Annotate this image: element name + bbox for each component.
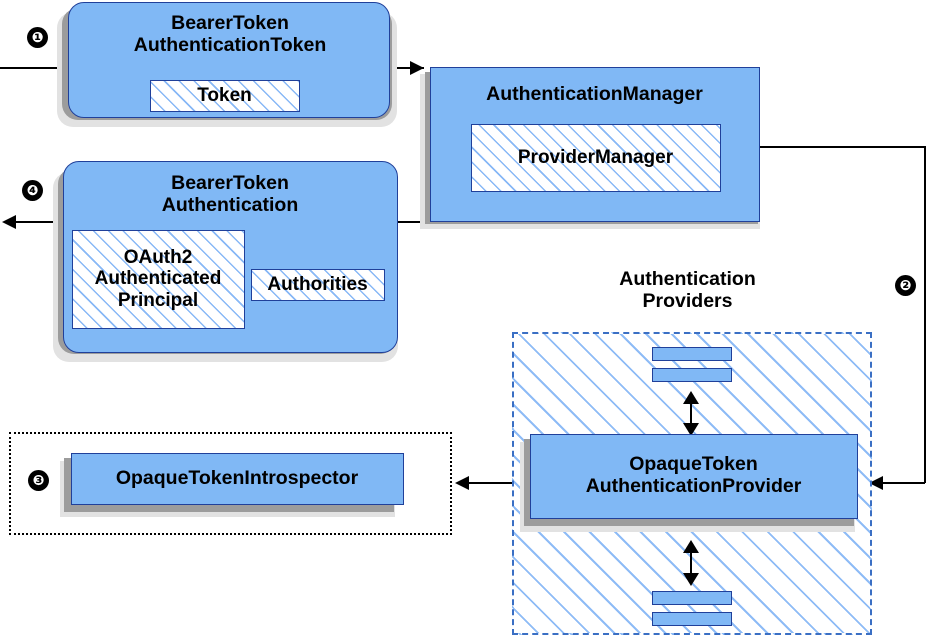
node-oauth2-authenticated-principal[interactable]: OAuth2 Authenticated Principal — [72, 230, 245, 329]
connector-rail-to-provider — [872, 482, 925, 484]
oauth2-authenticated-principal-label: OAuth2 Authenticated Principal — [94, 247, 222, 311]
arrowhead-provider-bottom-down — [683, 573, 699, 586]
bearer-token-auth-token-label: BearerToken AuthenticationToken — [133, 12, 327, 56]
connector-step4-out — [8, 221, 70, 223]
opaque-token-introspector-label: OpaqueTokenIntrospector — [115, 466, 359, 489]
node-authentication-manager[interactable]: AuthenticationManager ProviderManager — [430, 67, 760, 222]
arrowhead-provider-top-up — [683, 391, 699, 404]
arrowhead-token-to-manager — [410, 61, 424, 75]
connector-provider-to-introspector — [468, 482, 530, 484]
connector-provider-top — [690, 396, 692, 432]
node-bearer-token-authentication-token[interactable]: BearerToken AuthenticationToken Token — [68, 2, 390, 118]
connector-right-rail — [924, 146, 926, 483]
connector-step1-in — [0, 67, 70, 69]
step-marker-3: ❸ — [28, 470, 49, 491]
connector-manager-to-authentication — [398, 221, 428, 223]
connector-manager-to-rail — [760, 146, 926, 148]
node-opaque-token-introspector[interactable]: OpaqueTokenIntrospector — [71, 453, 404, 505]
bearer-token-authentication-label: BearerToken Authentication — [161, 172, 299, 216]
provider-stack-bar-top-1 — [652, 347, 732, 361]
node-token[interactable]: Token — [150, 80, 300, 112]
token-label: Token — [197, 84, 252, 106]
provider-stack-bar-bottom-1 — [652, 591, 732, 605]
connector-provider-bottom — [690, 546, 692, 582]
opaque-token-authentication-provider-label: OpaqueToken AuthenticationProvider — [585, 453, 802, 497]
authorities-label: Authorities — [267, 273, 368, 295]
step-marker-4: ❹ — [22, 180, 43, 201]
authentication-manager-label: AuthenticationManager — [486, 82, 703, 105]
arrowhead-provider-top-down — [683, 423, 699, 436]
connector-token-to-manager — [388, 67, 424, 69]
provider-stack-bar-top-2 — [652, 368, 732, 382]
step-marker-1: ❶ — [27, 27, 48, 48]
provider-stack-bar-bottom-2 — [652, 612, 732, 626]
provider-manager-label: ProviderManager — [517, 146, 674, 168]
step-marker-2: ❷ — [895, 275, 916, 296]
arrowhead-rail-to-provider — [869, 476, 883, 490]
arrowhead-step4-out — [2, 215, 16, 229]
node-opaque-token-authentication-provider[interactable]: OpaqueToken AuthenticationProvider — [530, 434, 858, 519]
arrowhead-provider-to-introspector — [455, 476, 469, 490]
node-authorities[interactable]: Authorities — [251, 269, 385, 301]
node-bearer-token-authentication[interactable]: BearerToken Authentication OAuth2 Authen… — [63, 161, 398, 353]
node-provider-manager[interactable]: ProviderManager — [471, 124, 721, 192]
arrowhead-provider-bottom-up — [683, 540, 699, 553]
authentication-providers-group-label: Authentication Providers — [619, 268, 756, 312]
group-opaque-token-introspector — [9, 432, 452, 535]
